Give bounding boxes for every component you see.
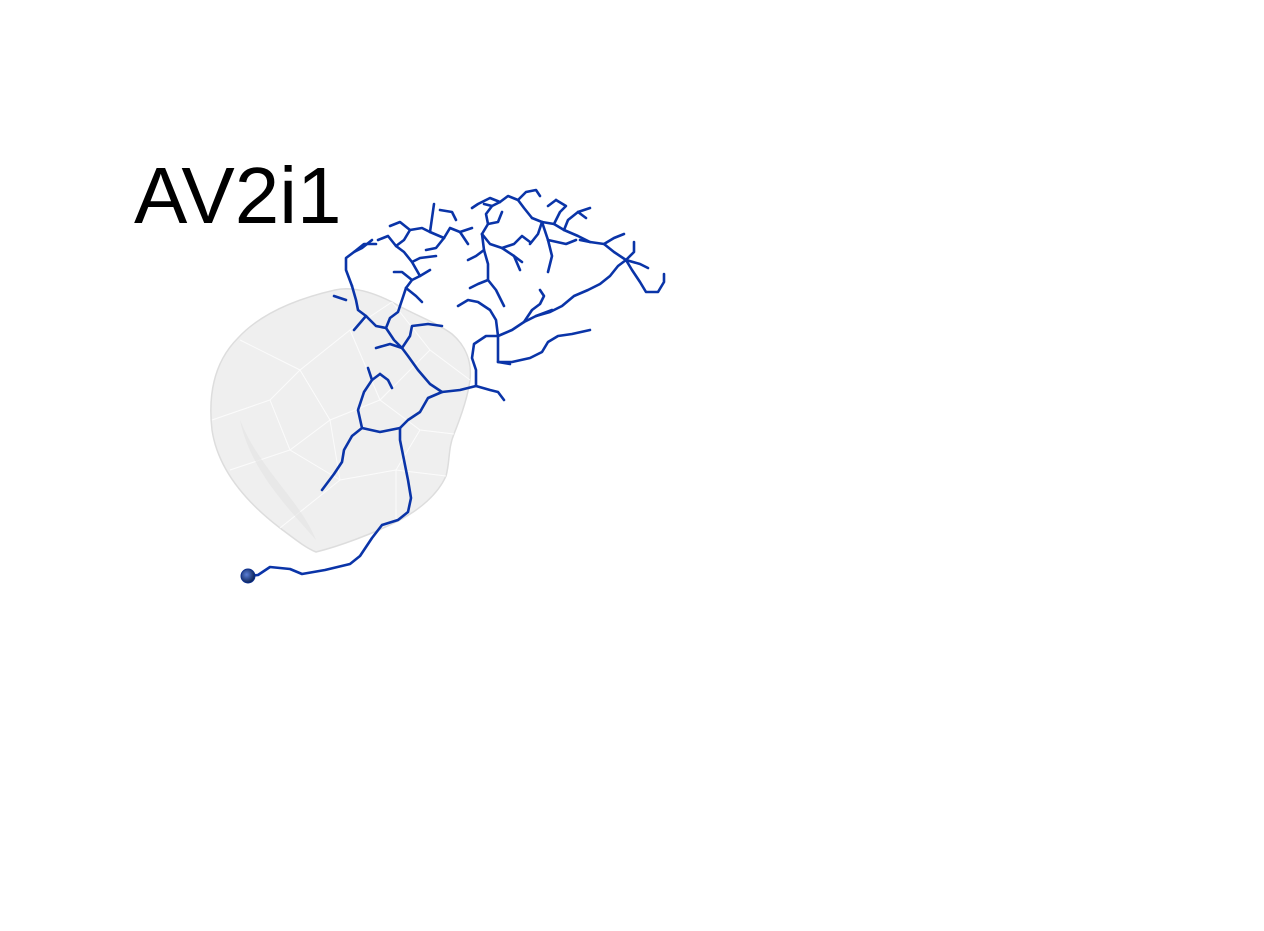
- neuron-skeleton: [246, 188, 666, 578]
- neuropil-outline: [210, 288, 472, 553]
- neuropil-facets: [211, 301, 471, 529]
- branch-trunk-right: [398, 384, 506, 430]
- branch-center: [400, 346, 444, 394]
- primary-neurite: [246, 426, 413, 578]
- neuropil-mesh: [210, 288, 472, 553]
- branch-left-lower: [320, 426, 364, 492]
- soma-marker: [240, 568, 256, 584]
- neuron-label: AV2i1: [134, 151, 342, 240]
- neuropil-shading: [240, 420, 316, 540]
